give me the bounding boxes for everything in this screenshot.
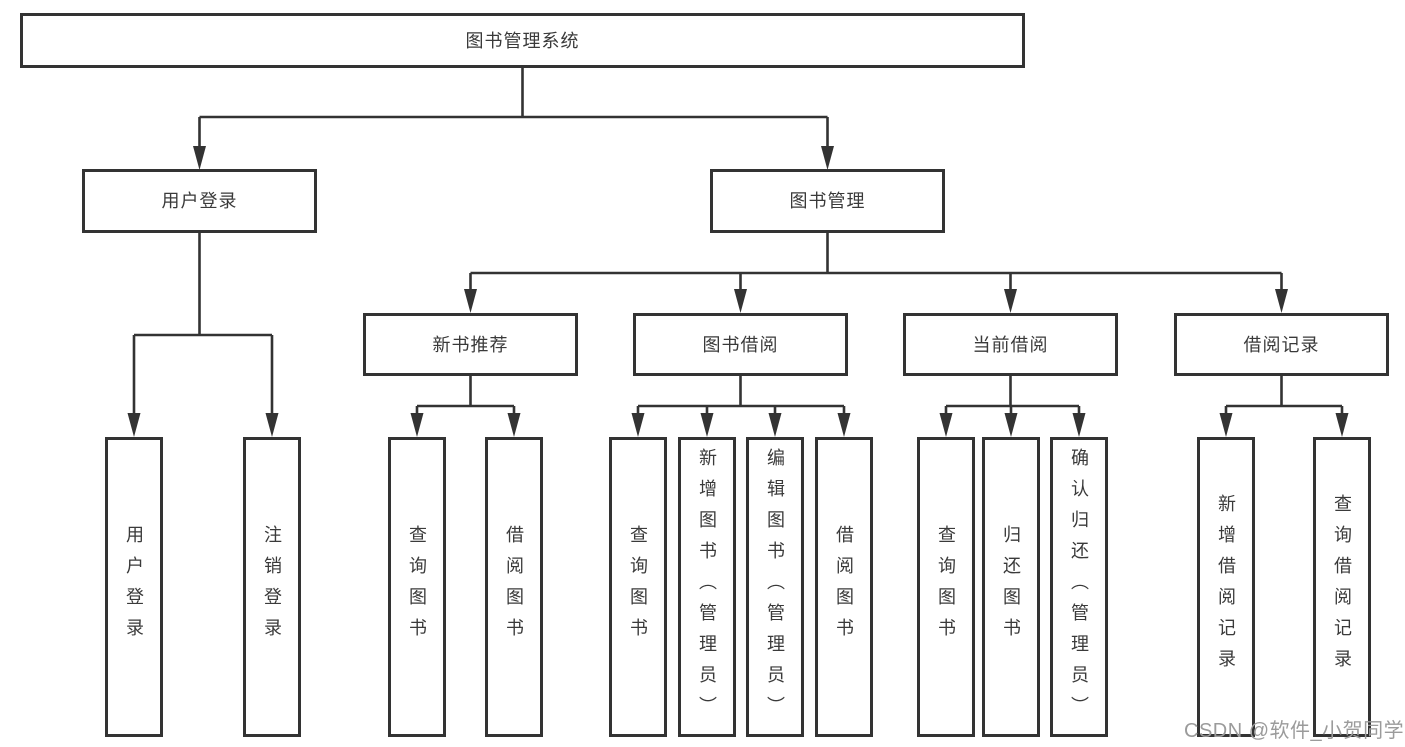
leaf-query-book-3: 查询图书 — [917, 437, 975, 737]
leaf-label: 确认归还（管理员） — [1069, 447, 1089, 727]
leaf-query-borrow-record: 查询借阅记录 — [1313, 437, 1371, 737]
leaf-borrow-book-2: 借阅图书 — [815, 437, 873, 737]
node-book-borrowing: 图书借阅 — [633, 313, 848, 376]
leaf-logout: 注销登录 — [243, 437, 301, 737]
leaf-borrow-book-1: 借阅图书 — [485, 437, 543, 737]
node-book-management-branch: 图书管理 — [710, 169, 945, 233]
arrowhead — [127, 413, 141, 437]
csdn-watermark: CSDN @软件_小贺同学 — [1184, 720, 1405, 742]
leaf-query-book-1: 查询图书 — [388, 437, 446, 737]
leaf-edit-book-admin: 编辑图书（管理员） — [746, 437, 804, 737]
arrowhead — [734, 289, 747, 313]
node-label: 图书管理 — [789, 191, 866, 211]
arrowhead — [939, 413, 953, 437]
leaf-query-book-2: 查询图书 — [609, 437, 667, 737]
node-label: 图书管理系统 — [465, 30, 580, 51]
arrowhead — [1004, 413, 1018, 437]
arrowhead — [265, 413, 279, 437]
arrowhead — [1072, 413, 1086, 437]
arrowhead — [1004, 289, 1017, 313]
leaf-label: 归还图书 — [1001, 525, 1021, 649]
node-new-book-recommend: 新书推荐 — [363, 313, 578, 376]
leaf-label: 查询图书 — [628, 525, 648, 649]
arrowhead — [631, 413, 645, 437]
node-label: 借阅记录 — [1243, 334, 1320, 355]
node-label: 图书借阅 — [702, 334, 779, 355]
leaf-label: 查询图书 — [936, 525, 956, 649]
node-borrow-records: 借阅记录 — [1174, 313, 1389, 376]
arrowhead — [193, 146, 206, 170]
arrowhead — [410, 413, 424, 437]
leaf-add-borrow-record: 新增借阅记录 — [1197, 437, 1255, 737]
arrowhead — [821, 146, 834, 170]
node-user-login-branch: 用户登录 — [82, 169, 317, 233]
leaf-label: 用户登录 — [124, 525, 144, 649]
leaf-label: 新增图书（管理员） — [697, 447, 717, 727]
arrowhead — [507, 413, 521, 437]
leaf-confirm-return-admin: 确认归还（管理员） — [1050, 437, 1108, 737]
node-label: 用户登录 — [161, 191, 238, 211]
arrowhead — [464, 289, 477, 313]
leaf-add-book-admin: 新增图书（管理员） — [678, 437, 736, 737]
arrowhead — [837, 413, 851, 437]
leaf-label: 借阅图书 — [504, 525, 524, 649]
connector-new-book-children — [410, 375, 521, 437]
arrowhead — [768, 413, 782, 437]
connector-current-borrow-children — [939, 375, 1086, 437]
node-label: 新书推荐 — [432, 334, 509, 355]
connector-book-mgmt-to-level3 — [464, 233, 1288, 313]
arrowhead — [700, 413, 714, 437]
leaf-label: 注销登录 — [262, 525, 282, 649]
leaf-label: 编辑图书（管理员） — [765, 447, 785, 727]
leaf-label: 借阅图书 — [834, 525, 854, 649]
connector-book-borrow-children — [631, 375, 851, 437]
connector-user-login-children — [127, 233, 279, 437]
leaf-label: 查询图书 — [407, 525, 427, 649]
arrowhead — [1275, 289, 1288, 313]
node-root-system: 图书管理系统 — [20, 13, 1025, 68]
node-current-borrowing: 当前借阅 — [903, 313, 1118, 376]
leaf-return-book: 归还图书 — [982, 437, 1040, 737]
leaf-label: 新增借阅记录 — [1216, 494, 1236, 680]
connector-borrow-record-children — [1219, 375, 1349, 437]
arrowhead — [1335, 413, 1349, 437]
leaf-user-login: 用户登录 — [105, 437, 163, 737]
connector-root-to-level2 — [193, 68, 834, 170]
leaf-label: 查询借阅记录 — [1332, 494, 1352, 680]
node-label: 当前借阅 — [972, 334, 1049, 355]
arrowhead — [1219, 413, 1233, 437]
